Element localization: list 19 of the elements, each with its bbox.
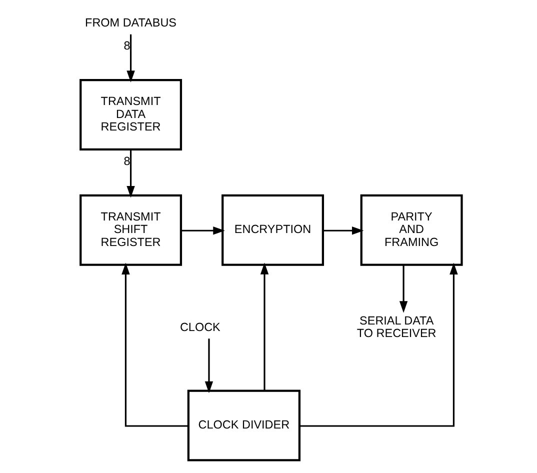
node-box: TRANSMIT DATA REGISTER: [80, 79, 182, 151]
node-text: CLOCK: [180, 320, 220, 334]
node-box: ENCRYPTION: [222, 194, 324, 266]
arrow: [126, 34, 135, 82]
arrow: [399, 264, 408, 313]
arrow: [323, 226, 364, 235]
node-text: FROM DATABUS: [85, 16, 177, 30]
node-box: PARITY AND FRAMING: [360, 194, 463, 266]
arrow: [260, 262, 269, 391]
arrow: [181, 226, 225, 235]
arrow: [204, 338, 214, 394]
edge-label: 8: [124, 154, 130, 168]
edge-label: 8: [124, 39, 130, 52]
arrow: [300, 262, 458, 427]
arrow: [126, 150, 135, 198]
node-text: SERIAL DATA TO RECEIVER: [356, 314, 436, 340]
arrow: [122, 262, 188, 427]
node-box: CLOCK DIVIDER: [187, 390, 301, 462]
node-box: TRANSMIT SHIFT REGISTER: [80, 194, 182, 266]
